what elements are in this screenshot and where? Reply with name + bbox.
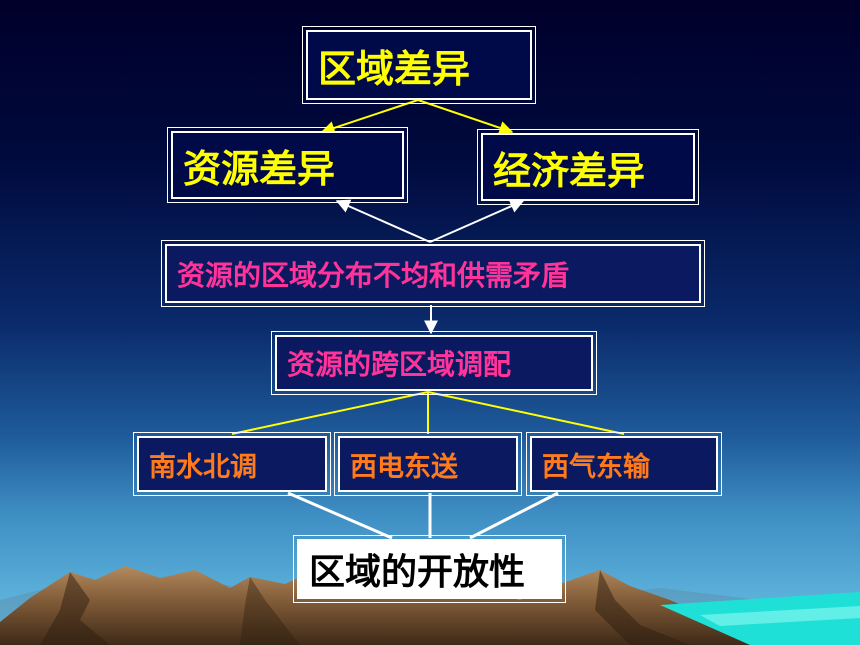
node-region-difference-label: 区域差异 [318, 46, 471, 91]
node-south-north-water-label: 南水北调 [149, 451, 257, 483]
node-resource-difference: 资源差异 [167, 127, 408, 203]
node-resource-difference-label: 资源差异 [183, 146, 336, 191]
node-region-openness-label: 区域的开放性 [309, 552, 526, 593]
node-region-difference: 区域差异 [302, 26, 536, 104]
node-region-openness: 区域的开放性 [293, 535, 566, 603]
mountain-shadow [40, 572, 110, 645]
node-resource-allocation-label: 资源的跨区域调配 [287, 348, 512, 381]
connector-allocation-gas [427, 391, 625, 435]
node-resource-imbalance: 资源的区域分布不均和供需矛盾 [161, 240, 705, 307]
connector-imbalance-resource [335, 199, 431, 243]
node-west-east-power-label: 西电东送 [350, 451, 458, 483]
mountain-shadow [595, 570, 690, 645]
connector-gas-openness [469, 491, 559, 540]
node-west-east-gas-label: 西气东输 [542, 451, 650, 483]
connector-root-economic [417, 99, 514, 135]
node-resource-imbalance-label: 资源的区域分布不均和供需矛盾 [177, 258, 570, 292]
connector-allocation-water [231, 391, 429, 435]
connector-water-openness [287, 491, 393, 540]
node-west-east-gas: 西气东输 [526, 432, 722, 496]
sea-highlight [700, 606, 860, 626]
node-resource-allocation: 资源的跨区域调配 [271, 331, 597, 395]
connector-root-resource [320, 99, 419, 135]
node-economic-difference-label: 经济差异 [493, 148, 646, 193]
node-economic-difference: 经济差异 [477, 129, 699, 205]
mountain-range [0, 566, 760, 645]
connector-imbalance-economic [429, 199, 525, 243]
node-south-north-water: 南水北调 [133, 432, 331, 496]
mountain-shadow [240, 577, 300, 645]
node-west-east-power: 西电东送 [334, 432, 522, 496]
